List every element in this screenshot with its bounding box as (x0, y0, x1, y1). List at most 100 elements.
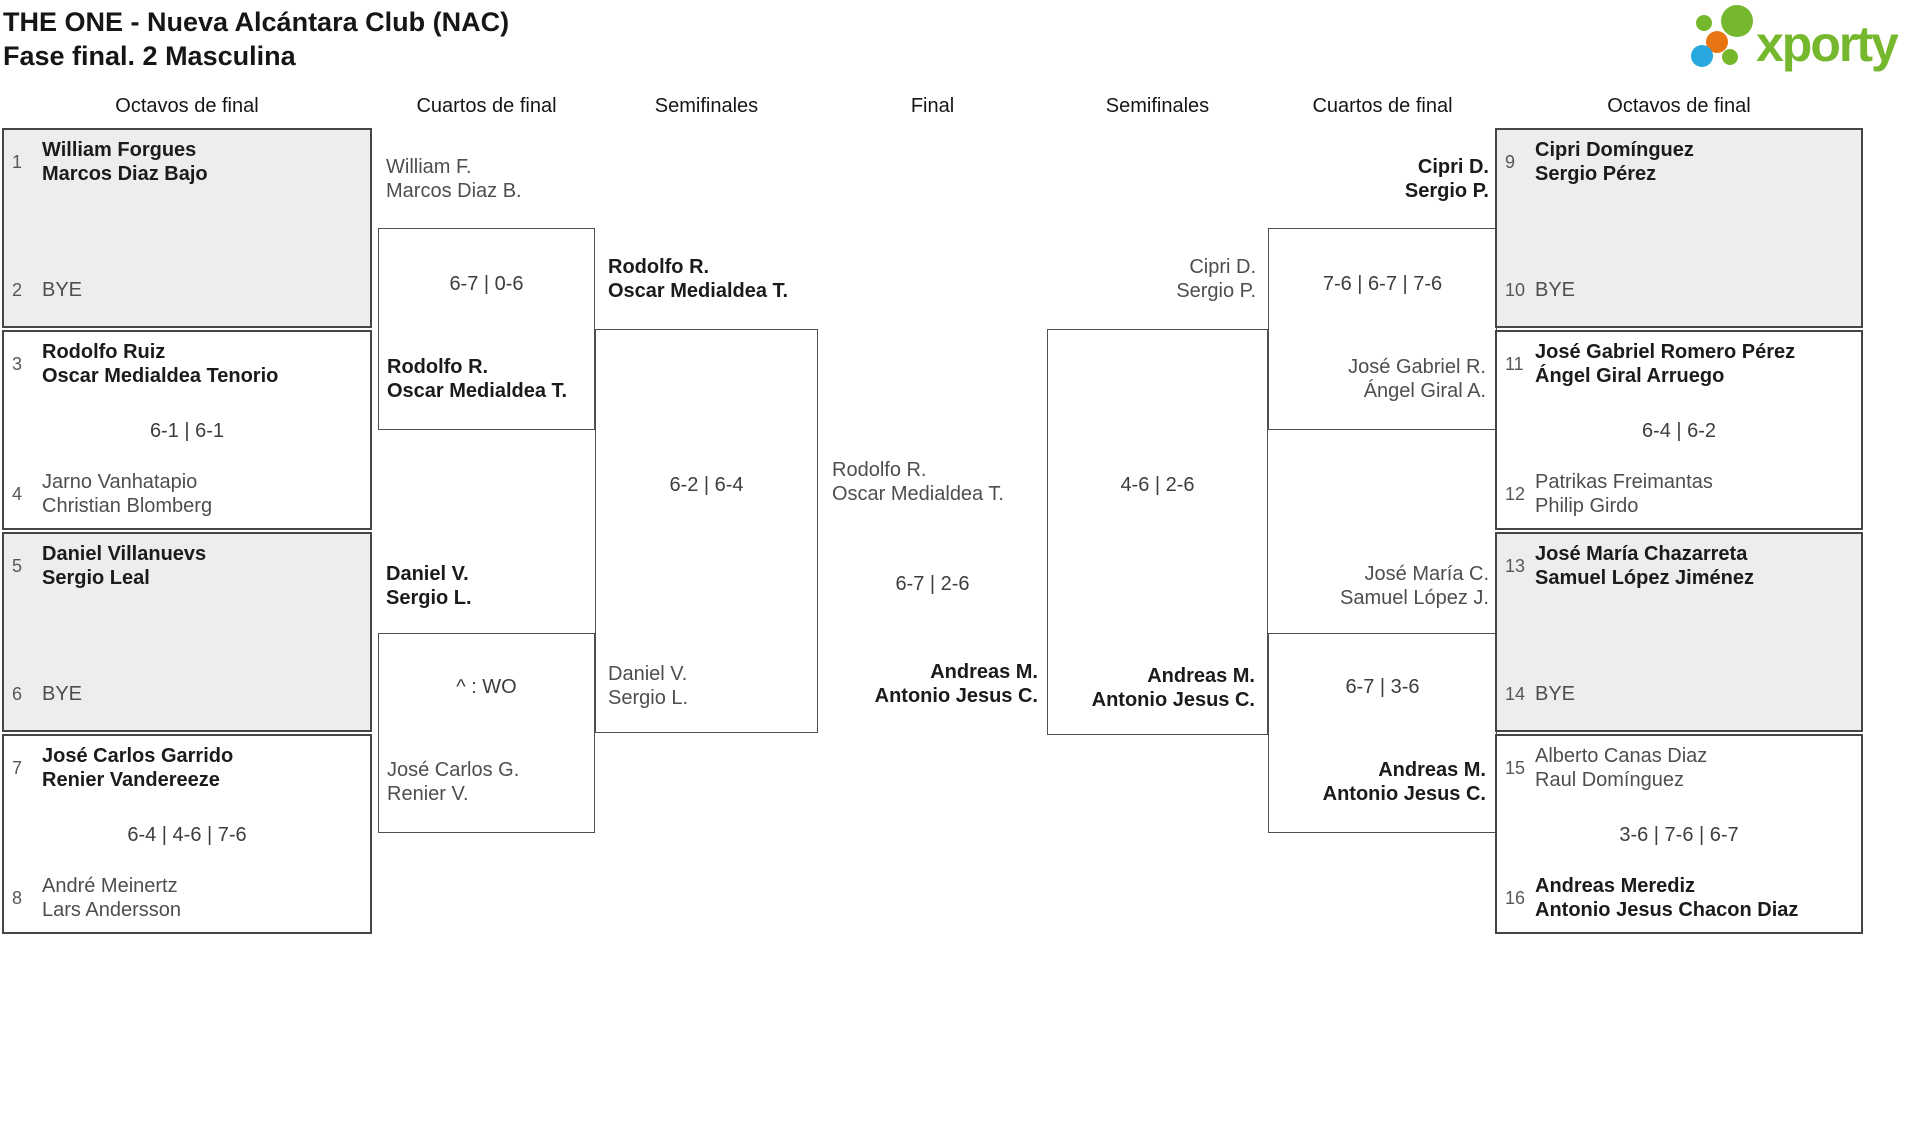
seed-number: 1 (12, 152, 23, 172)
team-name: José María Chazarreta Samuel López Jimén… (1535, 543, 1754, 589)
match-r-r16-1: 9 Cipri Domínguez Sergio Pérez 10 BYE (1495, 128, 1863, 328)
seed-number: 10 (1505, 280, 1526, 300)
round-header-cuartos-right: Cuartos de final (1312, 95, 1453, 117)
team-name: BYE (42, 279, 83, 301)
qf-right-top-team-a: Cipri D. Sergio P. (1404, 156, 1489, 202)
round-header-semis-left: Semifinales (654, 95, 759, 117)
team-row: 16 Andreas Merediz Antonio Jesus Chacon … (1505, 874, 1853, 922)
tournament-name: THE ONE - Nueva Alcántara Club (NAC) (3, 7, 510, 37)
qf-left-top-team-b: Rodolfo R. Oscar Medialdea T. (387, 356, 568, 402)
match-score: 6-4 | 6-2 (1641, 420, 1717, 442)
team-name: Rodolfo Ruiz Oscar Medialdea Tenorio (42, 341, 279, 387)
seed-number: 4 (12, 484, 23, 504)
match-score: 6-2 | 6-4 (669, 474, 744, 496)
qf-left-bottom-team-a: Daniel V. Sergio L. (386, 563, 472, 609)
team-row: 1 William Forgues Marcos Diaz Bajo (12, 138, 362, 186)
round-header-octavos-right: Octavos de final (1607, 95, 1751, 117)
logo-dot-small-green-bottom (1722, 49, 1738, 65)
match-score: 3-6 | 7-6 | 6-7 (1619, 824, 1739, 846)
page-title: THE ONE - Nueva Alcántara Club (NAC) Fas… (3, 5, 509, 73)
match-l-r16-3: 5 Daniel Villanuevs Sergio Leal 6 BYE (2, 532, 372, 732)
seed-number: 6 (12, 684, 23, 704)
team-row: 12 Patrikas Freimantas Philip Girdo (1505, 470, 1853, 518)
team-name: José Gabriel Romero Pérez Ángel Giral Ar… (1535, 341, 1796, 387)
team-row: 2 BYE (12, 278, 362, 302)
seed-number: 9 (1505, 152, 1516, 172)
seed-number: 11 (1505, 354, 1524, 374)
match-l-r16-1: 1 William Forgues Marcos Diaz Bajo 2 BYE (2, 128, 372, 328)
match-score: 4-6 | 2-6 (1120, 474, 1195, 496)
match-score: 6-4 | 4-6 | 7-6 (127, 824, 247, 846)
match-r-sf: 4-6 | 2-6 Andreas M. Antonio Jesus C. (1047, 329, 1268, 735)
match-r-r16-2: 11 José Gabriel Romero Pérez Ángel Giral… (1495, 330, 1863, 530)
final-team-a: Rodolfo R. Oscar Medialdea T. (832, 459, 1004, 505)
sf-left-team-a: Rodolfo R. Oscar Medialdea T. (608, 256, 789, 302)
seed-number: 16 (1505, 888, 1526, 908)
sf-left-team-b: Daniel V. Sergio L. (608, 663, 689, 709)
qf-right-bottom-team-b: Andreas M. Antonio Jesus C. (1322, 759, 1486, 805)
xporty-logo-graphic: xporty (1691, 5, 1901, 72)
final-score: 6-7 | 2-6 (895, 573, 970, 595)
round-header-semis-right: Semifinales (1105, 95, 1210, 117)
team-name: Andreas Merediz Antonio Jesus Chacon Dia… (1535, 875, 1799, 921)
logo-dot-blue (1691, 45, 1713, 67)
team-row: 7 José Carlos Garrido Renier Vandereeze (12, 744, 362, 792)
match-score: 7-6 | 6-7 | 7-6 (1322, 273, 1443, 295)
team-row: 14 BYE (1505, 682, 1853, 706)
seed-number: 8 (12, 888, 23, 908)
team-row: 8 André Meinertz Lars Andersson (12, 874, 362, 922)
team-row: 3 Rodolfo Ruiz Oscar Medialdea Tenorio (12, 340, 362, 388)
seed-number: 12 (1505, 484, 1526, 504)
match-l-qf-1: 6-7 | 0-6 Rodolfo R. Oscar Medialdea T. (378, 228, 595, 430)
match-l-r16-4: 7 José Carlos Garrido Renier Vandereeze … (2, 734, 372, 934)
logo-wordmark: xporty (1756, 16, 1899, 72)
match-score: ^ : WO (456, 676, 517, 698)
seed-number: 13 (1505, 556, 1526, 576)
round-header-final: Final (910, 95, 955, 117)
xporty-logo: xporty (1690, 2, 1920, 74)
seed-number: 7 (12, 758, 23, 778)
logo-dot-orange (1706, 31, 1728, 53)
match-score: 6-1 | 6-1 (149, 420, 225, 442)
qf-right-top-team-b: José Gabriel R. Ángel Giral A. (1348, 356, 1486, 402)
team-row: 4 Jarno Vanhatapio Christian Blomberg (12, 470, 362, 518)
match-r-qf-1: 7-6 | 6-7 | 7-6 José Gabriel R. Ángel Gi… (1268, 228, 1497, 430)
phase-name: Fase final. 2 Masculina (3, 41, 296, 71)
team-name: BYE (1535, 279, 1576, 301)
match-l-qf-2: ^ : WO José Carlos G. Renier V. (378, 633, 595, 833)
team-row: 13 José María Chazarreta Samuel López Ji… (1505, 542, 1853, 590)
seed-number: 5 (12, 556, 23, 576)
final-team-b: Andreas M. Antonio Jesus C. (874, 661, 1038, 707)
seed-number: 15 (1505, 758, 1526, 778)
seed-number: 2 (12, 280, 23, 300)
team-row: 5 Daniel Villanuevs Sergio Leal (12, 542, 362, 590)
logo-dot-big-green (1721, 5, 1753, 37)
team-row: 11 José Gabriel Romero Pérez Ángel Giral… (1505, 340, 1853, 388)
qf-right-bottom-team-a: José María C. Samuel López J. (1340, 563, 1489, 609)
sf-right-team-a: Cipri D. Sergio P. (1176, 256, 1256, 302)
team-name: Cipri Domínguez Sergio Pérez (1535, 139, 1694, 185)
team-name: Patrikas Freimantas Philip Girdo (1535, 471, 1713, 517)
round-header-octavos-left: Octavos de final (115, 95, 259, 117)
team-row: 6 BYE (12, 682, 362, 706)
qf-left-bottom-team-b: José Carlos G. Renier V. (387, 759, 520, 805)
team-name: Jarno Vanhatapio Christian Blomberg (42, 471, 213, 517)
team-name: Alberto Canas Diaz Raul Domínguez (1535, 745, 1708, 791)
match-l-r16-2: 3 Rodolfo Ruiz Oscar Medialdea Tenorio 6… (2, 330, 372, 530)
team-name: William Forgues Marcos Diaz Bajo (42, 139, 208, 185)
team-name: BYE (1535, 683, 1576, 705)
team-row: 10 BYE (1505, 278, 1853, 302)
logo-dot-small-green-top (1696, 15, 1712, 31)
team-name: Daniel Villanuevs Sergio Leal (42, 543, 207, 589)
sf-right-team-b: Andreas M. Antonio Jesus C. (1091, 665, 1255, 711)
match-l-sf: 6-2 | 6-4 Daniel V. Sergio L. (595, 329, 818, 733)
match-score: 6-7 | 0-6 (449, 273, 524, 295)
match-score: 6-7 | 3-6 (1345, 676, 1420, 698)
match-r-r16-4: 15 Alberto Canas Diaz Raul Domínguez 3-6… (1495, 734, 1863, 934)
round-header-cuartos-left: Cuartos de final (416, 95, 557, 117)
qf-left-top-team-a: William F. Marcos Diaz B. (386, 156, 522, 202)
team-name: José Carlos Garrido Renier Vandereeze (42, 745, 234, 791)
team-name: André Meinertz Lars Andersson (42, 875, 181, 921)
team-name: BYE (42, 683, 83, 705)
